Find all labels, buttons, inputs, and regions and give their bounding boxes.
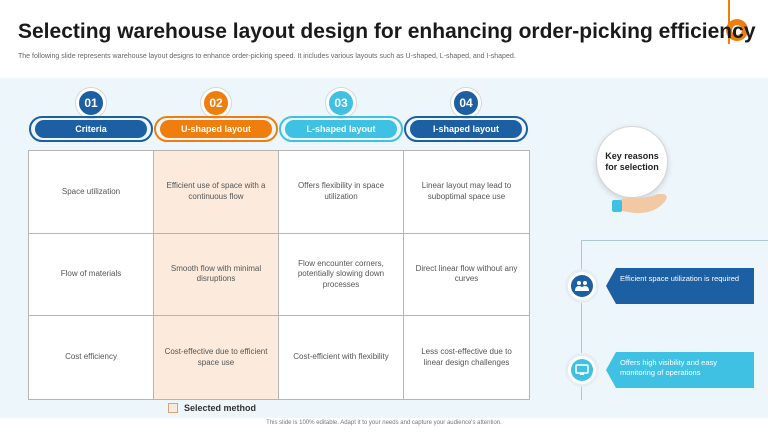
reason-box-1: Efficient space utilization is required (606, 268, 754, 304)
column-label: L-shaped layout (285, 120, 397, 138)
column-label: Criteria (35, 120, 147, 138)
table-cell-criteria: Flow of materials (29, 233, 154, 317)
table-cell: Offers flexibility in space utilization (279, 151, 404, 234)
column-header-criteria: 01 Criteria (29, 88, 153, 148)
column-header-u-shaped: 02 U-shaped layout (154, 88, 278, 148)
key-reasons-circle: Key reasons for selection (596, 126, 668, 198)
table-cell-selected: Smooth flow with minimal disruptions (154, 233, 279, 317)
column-header-outline (279, 116, 403, 142)
table-cell-selected: Cost-effective due to efficient space us… (154, 316, 279, 399)
connector-vertical-line (581, 240, 582, 400)
column-header-i-shaped: 04 I-shaped layout (404, 88, 528, 148)
connector-horizontal-line (582, 240, 768, 241)
table-cell: Less cost-effective due to linear design… (421, 347, 512, 367)
reason-icon-wrapper (568, 356, 596, 384)
page-title: Selecting warehouse layout design for en… (18, 20, 756, 43)
column-number-badge: 04 (451, 88, 481, 118)
table-cell: Cost-efficient with flexibility (279, 316, 404, 399)
column-header-l-shaped: 03 L-shaped layout (279, 88, 403, 148)
footer-note: This slide is 100% editable. Adapt it to… (266, 420, 502, 426)
reason-text: Efficient space utilization is required (620, 274, 740, 283)
people-icon (571, 275, 593, 297)
table-cell-selected: Efficient use of space with a continuous… (154, 151, 279, 234)
column-number-badge: 03 (326, 88, 356, 118)
column-label: U-shaped layout (160, 120, 272, 138)
column-header-outline (154, 116, 278, 142)
legend-label: Selected method (184, 403, 257, 413)
column-number-badge: 02 (201, 88, 231, 118)
table-cell: Linear layout may lead to suboptimal spa… (404, 151, 529, 234)
table-cell: Direct linear flow without any curves (404, 234, 529, 317)
column-header-outline (404, 116, 528, 142)
reason-box-2: Offers high visibility and easy monitori… (606, 352, 754, 388)
corner-accent-dot (726, 19, 748, 41)
column-label: I-shaped layout (410, 120, 522, 138)
comparison-table: Space utilization Efficient use of space… (28, 150, 530, 400)
reason-text: Offers high visibility and easy monitori… (620, 358, 717, 378)
table-cell-criteria: Space utilization (29, 151, 154, 234)
selected-method-legend: Selected method (168, 403, 256, 413)
hand-icon (612, 194, 667, 214)
column-header-outline (29, 116, 153, 142)
table-cell: Flow encounter corners, potentially slow… (279, 233, 404, 317)
table-cell-criteria: Cost efficiency (29, 316, 154, 399)
legend-swatch (168, 403, 178, 413)
monitor-icon (571, 359, 593, 381)
reason-icon-wrapper (568, 272, 596, 300)
page-subtitle: The following slide represents warehouse… (18, 53, 516, 60)
column-number-badge: 01 (76, 88, 106, 118)
